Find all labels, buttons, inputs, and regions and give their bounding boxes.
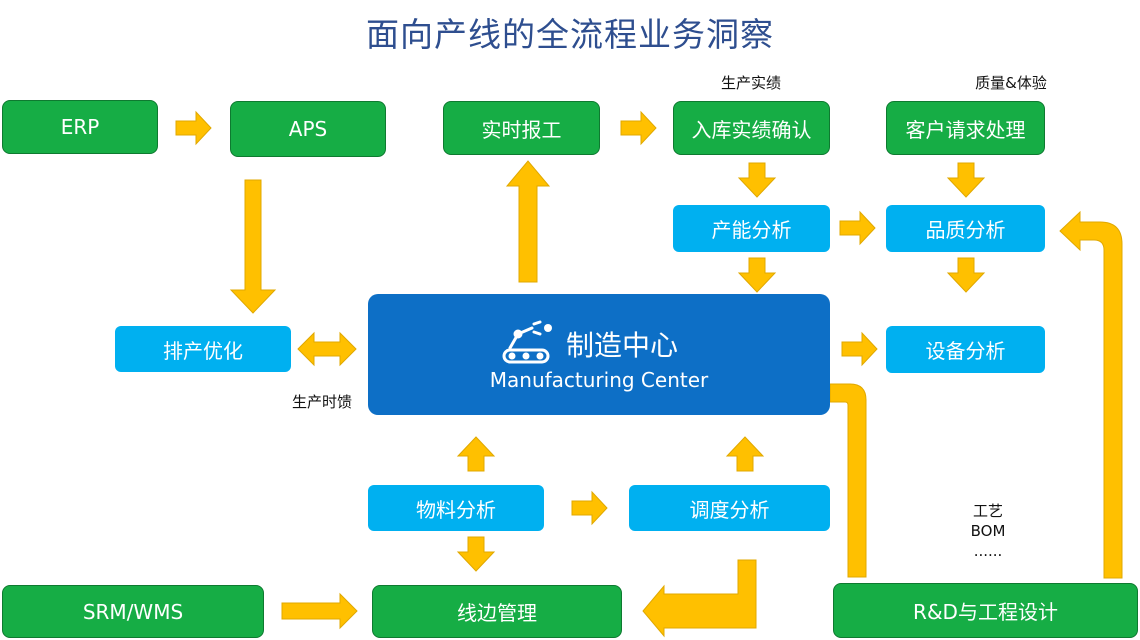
node-schedule-optimization: 排产优化 (115, 326, 291, 372)
arrow-confirm-capacity (737, 162, 777, 198)
manufacturing-center: 制造中心 Manufacturing Center (368, 294, 830, 415)
node-dispatch-analysis: 调度分析 (629, 485, 830, 531)
arrow-center-report (505, 160, 551, 283)
node-quality-analysis: 品质分析 (886, 205, 1045, 252)
arrow-material-center (456, 436, 496, 472)
arrow-customer-quality (946, 162, 986, 198)
arrow-report-confirm (620, 110, 657, 146)
node-equipment-analysis: 设备分析 (886, 326, 1045, 373)
node-customer-request: 客户请求处理 (886, 101, 1045, 155)
node-srm-wms: SRM/WMS (2, 585, 264, 638)
arrow-rd-quality (1059, 210, 1123, 579)
arrow-dispatch-lineside (642, 559, 757, 638)
label-ellipsis: ...... (973, 542, 1003, 560)
arrow-srm-lineside (281, 592, 358, 630)
label-production-results: 生产实绩 (720, 74, 781, 92)
node-lineside-management: 线边管理 (372, 585, 622, 638)
arrow-aps-schedule (229, 179, 277, 314)
arrow-dispatch-center (725, 436, 765, 472)
arrow-material-dispatch (571, 490, 608, 526)
arrow-erp-aps (175, 110, 212, 146)
label-production-feedback: 生产时馈 (291, 393, 352, 411)
arrow-center-equipment (841, 331, 878, 367)
node-warehouse-confirm: 入库实绩确认 (673, 101, 830, 155)
robot-arm-icon (502, 320, 552, 364)
node-realtime-report: 实时报工 (443, 101, 600, 155)
diagram-title: 面向产线的全流程业务洞察 (366, 15, 774, 54)
center-title: 制造中心 (566, 329, 679, 362)
node-capacity-analysis: 产能分析 (673, 205, 830, 252)
label-process: 工艺 (972, 502, 1003, 520)
node-erp: ERP (2, 100, 158, 154)
arrow-capacity-center (737, 257, 777, 293)
node-rd-engineering: R&D与工程设计 (833, 583, 1138, 638)
node-aps: APS (230, 101, 386, 157)
arrow-quality-equipment (946, 257, 986, 293)
arrow-capacity-quality (839, 210, 876, 246)
label-quality-experience: 质量&体验 (975, 74, 1047, 92)
node-material-analysis: 物料分析 (368, 485, 544, 531)
arrow-center-rd (829, 383, 867, 578)
arrow-material-lineside (456, 536, 496, 572)
arrow-schedule-center (297, 331, 357, 367)
center-subtitle: Manufacturing Center (489, 368, 709, 392)
label-bom: BOM (970, 522, 1006, 540)
